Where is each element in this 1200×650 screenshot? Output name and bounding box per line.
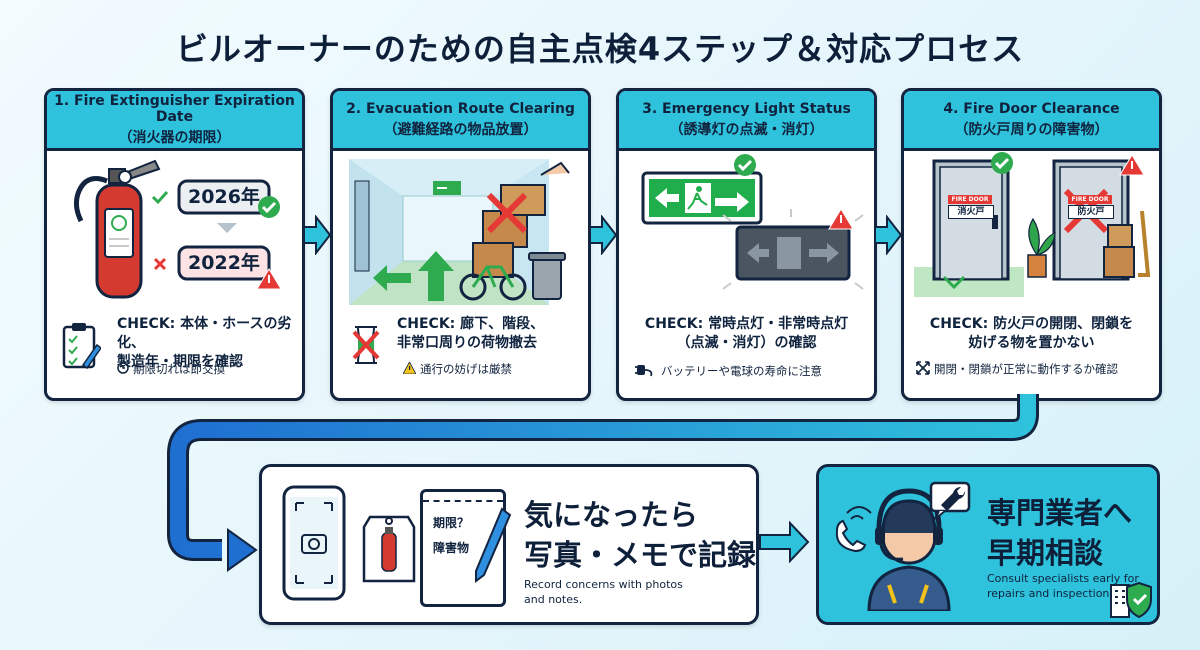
consult-sub-line: Consult specialists early for (987, 572, 1139, 585)
step-title-jp: （誘導灯の点滅・消灯） (669, 121, 824, 138)
consult-title-line: 専門業者へ (987, 496, 1133, 530)
memo-line: 障害物 (433, 541, 470, 555)
step-title-en: 1. Fire Extinguisher Expiration Date (54, 92, 295, 125)
emergency-light-illustration (641, 154, 864, 290)
check-line: 妨げる物を置かない (968, 335, 1095, 351)
step-title-en: 2. Evacuation Route Clearing (346, 100, 575, 117)
boxes-icon (1103, 224, 1135, 278)
fire-door-illustration (914, 152, 1150, 297)
warning-icon (828, 208, 854, 230)
note-text: バッテリーや電球の寿命に注意 (661, 364, 822, 378)
process-connector-arrow (167, 394, 1039, 572)
ok-year-label: 2026年 (188, 186, 260, 208)
step-header: 2. Evacuation Route Clearing （避難経路の物品放置） (333, 91, 588, 151)
flow-arrow (303, 215, 332, 255)
plug-icon (635, 361, 657, 382)
step-title-en: 3. Emergency Light Status (642, 100, 851, 117)
plant-icon (1027, 217, 1056, 278)
clock-icon (117, 362, 129, 377)
check-line: CHECK: 本体・ホースの劣化、 (117, 316, 292, 351)
step-note: 開閉・閉鎖が正常に動作するか確認 (916, 361, 1159, 378)
hourglass-icon (352, 326, 380, 364)
check-line: （点滅・消灯）の確認 (676, 335, 817, 351)
ng-year-label: 2022年 (188, 252, 260, 274)
consult-box: 専門業者へ 早期相談 Consult specialists early for… (816, 464, 1160, 625)
step-card-fire-door: 4. Fire Door Clearance （防火戸周りの障害物） FIRE … (901, 88, 1162, 401)
check-line: CHECK: 防火戸の開閉、閉鎖を (929, 316, 1134, 332)
check-line: 製造年・期限を確認 (117, 354, 243, 370)
consult-sub-line: repairs and inspections. (987, 587, 1119, 600)
building-shield-icon (1110, 581, 1152, 619)
step-check: CHECK: 本体・ホースの劣化、 製造年・期限を確認 (117, 315, 302, 372)
record-sub-line: and notes. (524, 593, 583, 606)
warning-icon (1119, 154, 1145, 176)
wrench-icon (929, 481, 971, 520)
bicycle-icon (459, 265, 527, 301)
consult-subtitle: Consult specialists early for repairs an… (987, 571, 1139, 601)
page-title: ビルオーナーのための自主点検4ステップ＆対応プロセス (175, 30, 1025, 68)
step-check: CHECK: 廊下、階段、 非常口周りの荷物撤去 (397, 315, 588, 353)
clipboard-icon (62, 323, 101, 370)
check-icon (991, 152, 1013, 174)
pen-icon (475, 507, 512, 583)
step-check: CHECK: 防火戸の開閉、閉鎖を 妨げる物を置かない (904, 315, 1159, 353)
corridor-illustration (349, 159, 570, 305)
step-note: 期限切れは即交換 (117, 361, 302, 377)
step-header: 4. Fire Door Clearance （防火戸周りの障害物） (904, 91, 1159, 151)
check-line: 非常口周りの荷物撤去 (397, 335, 537, 351)
expand-icon (916, 361, 930, 378)
operator-icon (835, 488, 951, 611)
trash-can-icon (528, 252, 566, 300)
step-card-evacuation: 2. Evacuation Route Clearing （避難経路の物品放置）… (330, 88, 591, 401)
door-sign-b: FIRE DOOR (1068, 195, 1112, 204)
memo-line: 期限？ (433, 516, 470, 530)
check-icon (734, 154, 756, 176)
flow-arrow (589, 215, 618, 255)
step-header: 3. Emergency Light Status （誘導灯の点滅・消灯） (619, 91, 874, 151)
consult-title-line: 早期相談 (987, 536, 1104, 570)
record-subtitle: Record concerns with photos and notes. (524, 577, 683, 607)
door-text-b: 防火戸 (1068, 205, 1114, 219)
exit-sign-icon (735, 225, 851, 281)
door-text-a: 消火戸 (948, 205, 994, 219)
cross-icon (486, 192, 528, 234)
door-sign-a: FIRE DOOR (948, 195, 992, 204)
step-title-jp: （防火戸周りの障害物） (954, 121, 1109, 138)
flow-arrow (759, 521, 810, 563)
check-icon (151, 190, 169, 205)
step-card-emergency-light: 3. Emergency Light Status （誘導灯の点滅・消灯） CH… (616, 88, 877, 401)
step-header: 1. Fire Extinguisher Expiration Date （消火… (47, 91, 302, 151)
flow-arrow (874, 215, 903, 255)
check-line: CHECK: 廊下、階段、 (397, 316, 545, 332)
phone-icon (835, 519, 867, 553)
exit-sign-icon (641, 171, 763, 225)
record-box: 期限？ 障害物 気になったら 写真・メモで記録 Record concerns … (259, 464, 759, 625)
step-title-en: 4. Fire Door Clearance (943, 100, 1120, 117)
step-card-extinguisher: 1. Fire Extinguisher Expiration Date （消火… (44, 88, 305, 401)
warning-icon (402, 361, 417, 377)
record-title-line: 写真・メモで記録 (524, 538, 757, 572)
tag-icon (362, 515, 416, 583)
warning-icon (256, 268, 282, 290)
note-text: 期限切れは即交換 (133, 362, 225, 376)
phone-camera-icon (282, 485, 346, 601)
step-title-jp: （消火器の期限） (118, 129, 231, 146)
note-text: 開閉・閉鎖が正常に動作するか確認 (934, 362, 1118, 376)
step-title-jp: （避難経路の物品放置） (383, 121, 538, 138)
note-text: 通行の妨げは厳禁 (420, 362, 512, 376)
step-check: CHECK: 常時点灯・非常時点灯 （点滅・消灯）の確認 (619, 315, 874, 353)
step-note: バッテリーや電球の寿命に注意 (635, 361, 874, 382)
record-title: 気になったら 写真・メモで記録 (524, 495, 756, 575)
exit-sign-icon (433, 181, 461, 195)
consult-title: 専門業者へ 早期相談 (987, 493, 1132, 573)
cross-icon (153, 257, 167, 271)
check-line: CHECK: 常時点灯・非常時点灯 (644, 316, 849, 332)
step-note: 通行の妨げは厳禁 (402, 361, 588, 377)
extinguisher-illustration (73, 159, 282, 299)
record-title-line: 気になったら (524, 498, 699, 532)
record-sub-line: Record concerns with photos (524, 578, 683, 591)
check-icon (258, 196, 280, 218)
fire-extinguisher-icon (73, 159, 161, 299)
